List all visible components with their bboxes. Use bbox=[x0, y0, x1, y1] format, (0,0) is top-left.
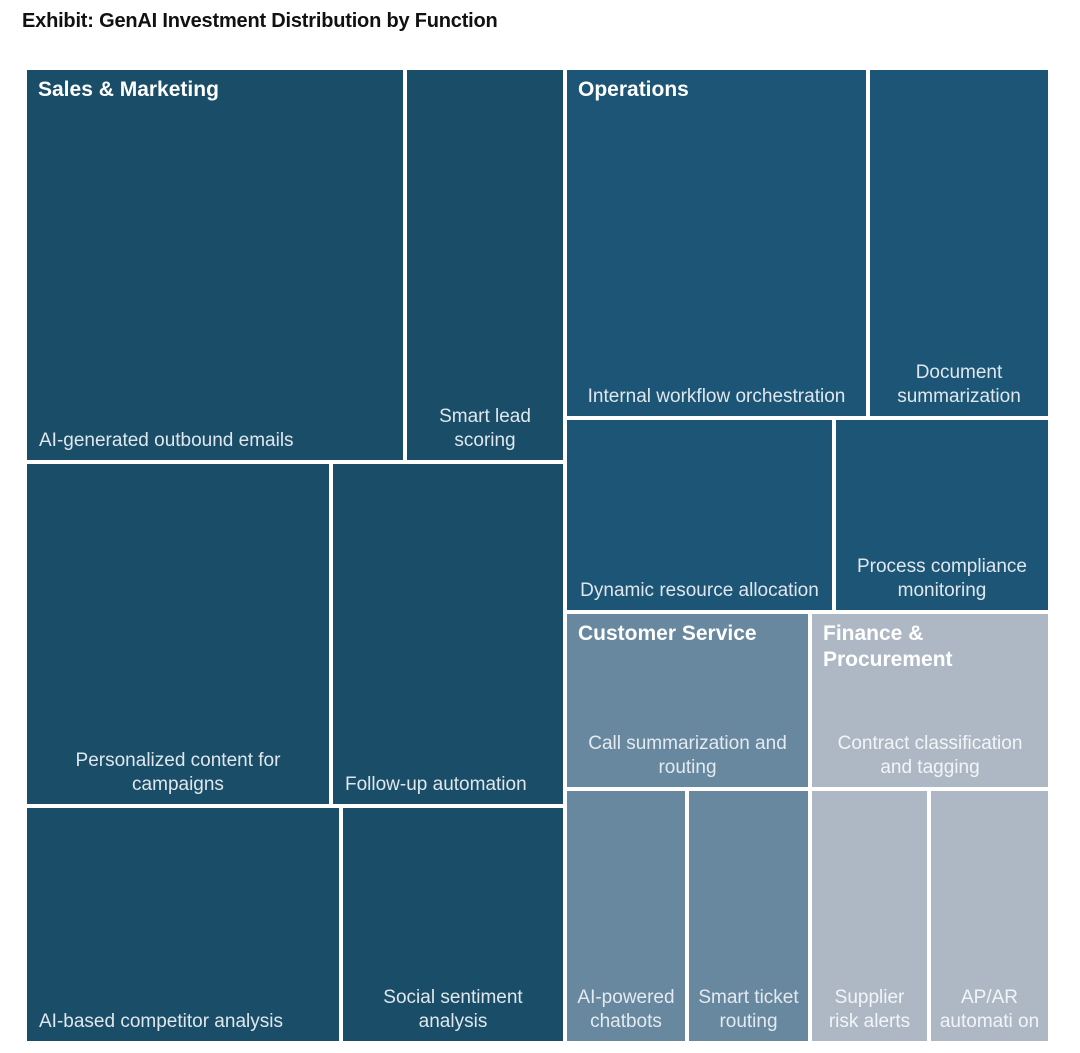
group-label-customer-service: Customer Service bbox=[578, 622, 757, 645]
tile-label: Smart ticket routing bbox=[698, 986, 799, 1033]
tile-smart-ticket-routing[interactable]: Smart ticket routing bbox=[687, 789, 810, 1043]
page-title: Exhibit: GenAI Investment Distribution b… bbox=[22, 10, 498, 32]
tile-ai-based-competitor-analysis[interactable]: AI-based competitor analysis bbox=[25, 806, 341, 1043]
tile-label: Supplier risk alerts bbox=[828, 986, 911, 1033]
group-label-finance-procurement: Finance & Procurement bbox=[823, 622, 953, 671]
tile-label: Personalized content for campaigns bbox=[75, 749, 281, 796]
tile-label: Dynamic resource allocation bbox=[580, 580, 819, 602]
tile-contract-classification-and-tagging[interactable]: Finance & Procurement Contract classific… bbox=[810, 612, 1050, 789]
tile-label: AI-powered chatbots bbox=[577, 986, 675, 1033]
tile-label: Document summarization bbox=[897, 361, 1021, 408]
tile-label: AI-generated outbound emails bbox=[39, 430, 294, 452]
tile-ai-powered-chatbots[interactable]: AI-powered chatbots bbox=[565, 789, 687, 1043]
tile-supplier-risk-alerts[interactable]: Supplier risk alerts bbox=[810, 789, 929, 1043]
tile-label: Social sentiment analysis bbox=[383, 986, 523, 1033]
tile-label: Call summarization and routing bbox=[588, 732, 787, 779]
tile-smart-lead-scoring[interactable]: Smart lead scoring bbox=[405, 68, 565, 462]
tile-label: Internal workflow orchestration bbox=[587, 386, 846, 408]
tile-ai-generated-outbound-emails[interactable]: Sales & Marketing AI-generated outbound … bbox=[25, 68, 405, 462]
tile-ap-ar-automation[interactable]: AP/AR automati on bbox=[929, 789, 1050, 1043]
tile-label: Contract classification and tagging bbox=[837, 732, 1023, 779]
tile-label: AP/AR automati on bbox=[939, 986, 1040, 1033]
tile-process-compliance-monitoring[interactable]: Process compliance monitoring bbox=[834, 418, 1050, 612]
tile-label: Process compliance monitoring bbox=[856, 555, 1028, 602]
tile-document-summarization[interactable]: Document summarization bbox=[868, 68, 1050, 418]
group-label-sales-marketing: Sales & Marketing bbox=[38, 78, 219, 101]
tile-label: AI-based competitor analysis bbox=[39, 1011, 283, 1033]
tile-label: Follow-up automation bbox=[345, 774, 527, 796]
tile-personalized-content-for-campaigns[interactable]: Personalized content for campaigns bbox=[25, 462, 331, 806]
tile-dynamic-resource-allocation[interactable]: Dynamic resource allocation bbox=[565, 418, 834, 612]
tile-internal-workflow-orchestration[interactable]: Operations Internal workflow orchestrati… bbox=[565, 68, 868, 418]
tile-call-summarization-and-routing[interactable]: Customer Service Call summarization and … bbox=[565, 612, 810, 789]
tile-social-sentiment-analysis[interactable]: Social sentiment analysis bbox=[341, 806, 565, 1043]
group-label-operations: Operations bbox=[578, 78, 689, 101]
treemap-chart: Sales & Marketing AI-generated outbound … bbox=[25, 68, 1050, 1043]
tile-follow-up-automation[interactable]: Follow-up automation bbox=[331, 462, 565, 806]
tile-label: Smart lead scoring bbox=[439, 405, 531, 452]
